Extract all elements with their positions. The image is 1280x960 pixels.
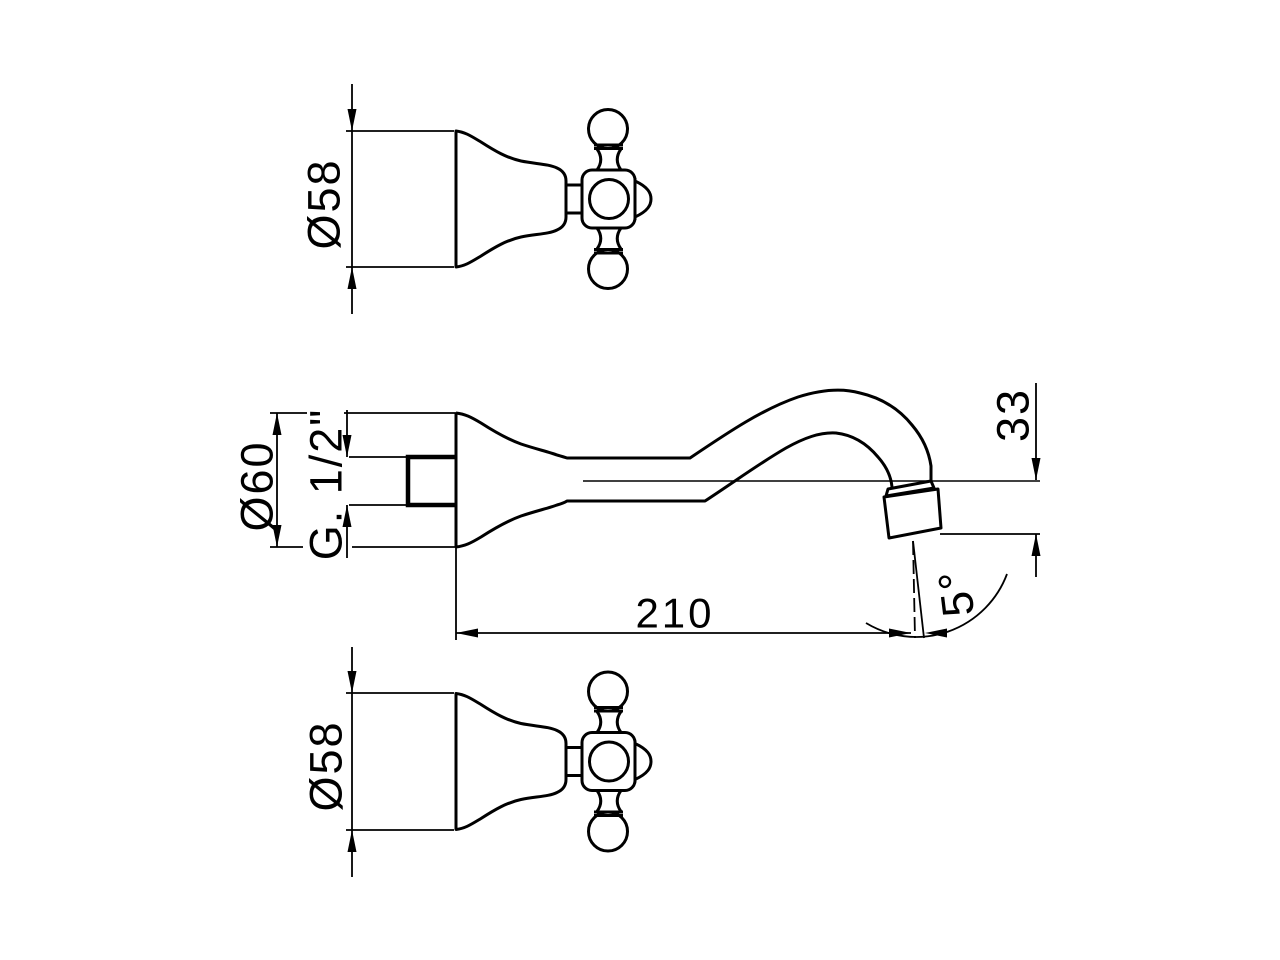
dim-spout-reach: 210 — [456, 590, 911, 638]
dim-label-outlet-angle: 5° — [928, 567, 984, 620]
dim-label-thread-size: G. 1/2" — [301, 408, 352, 561]
angle-line — [912, 540, 925, 639]
arrowhead — [272, 413, 282, 435]
dim-label-top-handle-diameter: Ø58 — [299, 158, 350, 249]
arrowhead — [347, 671, 357, 693]
dim-thread-size: G. 1/2" — [301, 408, 408, 561]
arrowhead — [347, 830, 357, 852]
outlet-centerline — [912, 540, 916, 639]
dim-label-flange-diameter: Ø60 — [232, 440, 283, 531]
dim-outlet-drop: 33 — [940, 383, 1041, 577]
thread-nipple — [405, 454, 456, 508]
arrowhead — [1031, 458, 1041, 480]
arrowhead — [347, 267, 357, 289]
top-handle-view: Ø58 — [299, 84, 653, 314]
angle-arc — [865, 573, 1008, 638]
dim-label-outlet-drop: 33 — [988, 388, 1039, 442]
dim-outlet-angle: 5° — [865, 540, 1008, 639]
aerator-body — [882, 487, 943, 540]
spout-outline-bottom — [455, 431, 894, 549]
spout-side-view: Ø60 G. 1/2" 33 210 — [232, 383, 1041, 640]
dim-flange-diameter: Ø60 — [232, 412, 456, 548]
spout-outline-top — [455, 388, 933, 481]
bottom-handle-view: Ø58 — [301, 647, 653, 877]
dim-bottom-handle-diameter: Ø58 — [301, 647, 454, 877]
extension-line — [349, 456, 408, 506]
arrowhead — [456, 628, 478, 638]
aerator-collar — [884, 479, 936, 498]
dim-label-bottom-handle-diameter: Ø58 — [301, 720, 352, 811]
dim-top-handle-diameter: Ø58 — [299, 84, 454, 314]
bottom-handle-drawing — [454, 670, 653, 853]
top-handle-drawing — [454, 108, 653, 290]
dim-label-spout-reach: 210 — [635, 590, 714, 637]
arrowhead — [1031, 534, 1041, 556]
arrowhead — [347, 109, 357, 131]
